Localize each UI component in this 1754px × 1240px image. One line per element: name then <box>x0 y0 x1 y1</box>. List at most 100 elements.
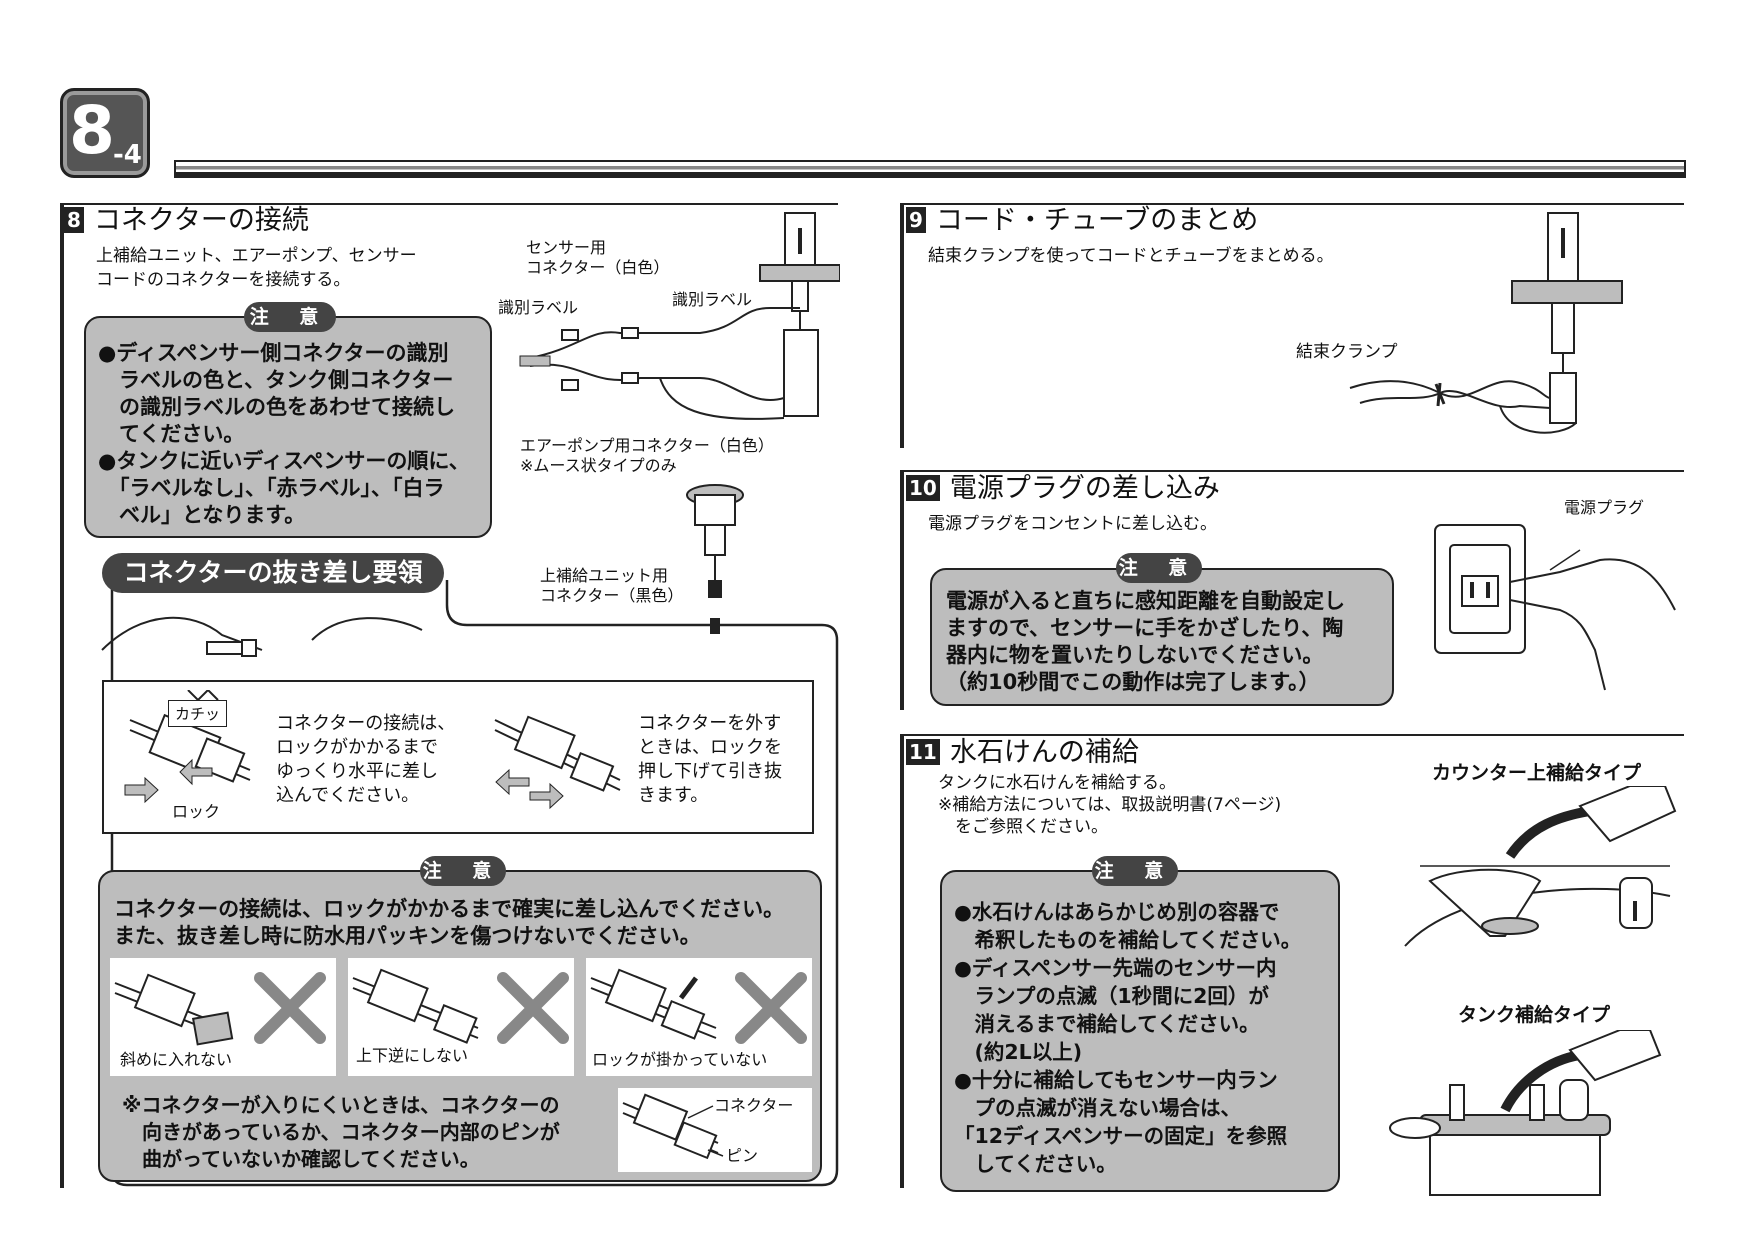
ng-diagonal-drawing <box>114 972 326 1046</box>
caution-line: 消えるまで補給してください。 <box>954 1012 1260 1036</box>
s9-description: 結束クランプを使ってコードとチューブをまとめる。 <box>928 246 1334 266</box>
text-line: コネクターを外す <box>638 713 782 734</box>
s9-top-rule <box>900 203 1684 205</box>
s10-description: 電源プラグをコンセントに差し込む。 <box>928 514 1217 534</box>
howto-frame <box>101 573 839 1187</box>
label-line: 上補給ユニット用 <box>540 566 669 585</box>
s10-number: 10 <box>906 475 940 501</box>
id-label-left: 識別ラベル <box>498 298 579 317</box>
caution-line: 電源が入ると直ちに感知距離を自動設定し <box>946 589 1345 613</box>
s8-desc-line: コードのコネクターを接続する。 <box>96 270 351 290</box>
ng-panel-upside-down: 上下逆にしない <box>348 958 574 1076</box>
ng-upside-drawing <box>352 968 569 1044</box>
ng-label: ロックが掛かっていない <box>592 1050 768 1069</box>
s10-heading: 10 電源プラグの差し込み <box>906 474 1220 504</box>
air-pump-label: エアーポンプ用コネクター（白色） ※ムース状タイプのみ <box>520 436 774 476</box>
s8-description: 上補給ユニット、エアーポンプ、センサー コードのコネクターを接続する。 <box>96 244 417 292</box>
label-line: コネクター（黒色） <box>540 586 684 605</box>
s10-outlet-illustration <box>1434 524 1676 691</box>
pin-label: ピン <box>726 1146 759 1165</box>
desc-line: をご参照ください。 <box>938 817 1108 837</box>
caution-line: 「12ディスペンサーの固定」を参照 <box>954 1124 1288 1148</box>
s8-desc-line: 上補給ユニット、エアーポンプ、センサー <box>96 246 417 266</box>
caution-line: ●十分に補給してもセンサー内ラン <box>954 1068 1278 1092</box>
s10-title: 電源プラグの差し込み <box>949 473 1220 504</box>
tank-refill-illustration <box>1389 1030 1662 1196</box>
remove-instructions: コネクターを外す ときは、ロックを 押し下げて引き抜 きます。 <box>638 712 782 808</box>
caution-line: てください。 <box>98 422 245 446</box>
label-line: ※ムース状タイプのみ <box>520 456 677 475</box>
caution-line: 「ラベルなし」、「赤ラベル」、「白ラ <box>98 476 445 500</box>
s9-illustration <box>1349 212 1623 434</box>
s11-caution-box: ●水石けんはあらかじめ別の容器で 希釈したものを補給してください。 ●ディスペン… <box>940 870 1340 1192</box>
s8-caution-text: ●ディスペンサー側コネクターの識別 ラベルの色と、タンク側コネクター の識別ラベ… <box>98 340 470 529</box>
lock-label: ロック <box>172 802 221 821</box>
id-label-right: 識別ラベル <box>672 290 753 309</box>
text-line: コネクターの接続は、 <box>276 713 456 734</box>
caution-line: ●水石けんはあらかじめ別の容器で <box>954 900 1280 924</box>
caution-line: ランプの点滅（1秒間に2回）が <box>954 984 1269 1008</box>
connect-instructions: コネクターの接続は、 ロックがかかるまで ゆっくり水平に差し 込んでください。 <box>276 712 455 808</box>
s9-title: コード・チューブのまとめ <box>935 205 1259 236</box>
s10-left-rule <box>900 470 904 710</box>
s11-top-rule <box>900 734 1684 736</box>
s8-caution-tag: 注 意 <box>244 302 336 332</box>
ng-label: 斜めに入れない <box>120 1050 233 1069</box>
caution-line: ラベルの色と、タンク側コネクター <box>98 368 454 392</box>
caution-line: ますので、センサーに手をかざしたり、陶 <box>946 616 1344 640</box>
caution-line: ●タンクに近いディスペンサーの順に、 <box>98 449 470 473</box>
connect-illustration <box>124 690 251 804</box>
s11-title: 水石けんの補給 <box>949 737 1139 768</box>
s10-top-rule <box>900 470 1684 472</box>
s11-caution-text: ●水石けんはあらかじめ別の容器で 希釈したものを補給してください。 ●ディスペン… <box>954 898 1301 1178</box>
s11-caution-tag: 注 意 <box>1092 856 1178 886</box>
click-sound: カチッ <box>168 700 228 727</box>
clamp-label: 結束クランプ <box>1296 342 1398 362</box>
chapter-sub: -4 <box>113 140 142 170</box>
caution-line: してください。 <box>954 1152 1117 1176</box>
caution-line: コネクターの接続は、ロックがかかるまで確実に差し込んでください。 <box>114 897 785 921</box>
sensor-connector-label: センサー用 コネクター（白色） <box>526 238 669 278</box>
ng-panel-unlocked: ロックが掛かっていない <box>586 958 812 1076</box>
text-line: 込んでください。 <box>276 785 420 806</box>
caution-line: の識別ラベルの色をあわせて接続し <box>98 395 455 419</box>
text-line: ときは、ロックを <box>638 737 782 758</box>
header-rule <box>174 160 1686 178</box>
caution-line: ●ディスペンサー先端のセンサー内 <box>954 956 1277 980</box>
caution-line: （約10秒間でこの動作は完了します。） <box>946 670 1320 694</box>
upper-unit-label: 上補給ユニット用 コネクター（黒色） <box>540 566 683 606</box>
s8-left-rule <box>60 203 64 1188</box>
chapter-number: 8 <box>69 92 115 169</box>
label-line: コネクター（白色） <box>526 258 670 277</box>
s10-caution-text: 電源が入ると直ちに感知距離を自動設定し ますので、センサーに手をかざしたり、陶 … <box>946 588 1345 696</box>
s11-description: タンクに水石けんを補給する。 ※補給方法については、取扱説明書(7ページ) をご… <box>938 772 1281 838</box>
text-line: ゆっくり水平に差し <box>276 761 438 782</box>
ng-label: 上下逆にしない <box>356 1046 469 1065</box>
caution-line: ベル」となります。 <box>98 503 306 527</box>
note-line: 向きがあっているか、コネクター内部のピンが <box>122 1120 560 1144</box>
label-line: センサー用 <box>526 238 607 257</box>
desc-line: ※補給方法については、取扱説明書(7ページ) <box>938 795 1282 815</box>
caution-line: 希釈したものを補給してください。 <box>954 928 1302 952</box>
s11-left-rule <box>900 734 904 1188</box>
howto-title: コネクターの抜き差し要領 <box>102 553 444 593</box>
connector-label: コネクター <box>714 1096 794 1115</box>
text-line: ロックがかかるまで <box>276 737 438 758</box>
counter-refill-illustration <box>1404 786 1677 947</box>
caution-line: ●ディスペンサー側コネクターの識別 <box>98 341 449 365</box>
s9-left-rule <box>900 203 904 448</box>
s10-caution-box: 電源が入ると直ちに感知距離を自動設定し ますので、センサーに手をかざしたり、陶 … <box>930 568 1394 706</box>
s8-connector-diagram <box>519 212 840 634</box>
caution-line: (約2L以上) <box>954 1040 1083 1064</box>
counter-type-title: カウンター上補給タイプ <box>1432 762 1642 784</box>
note-line: ※コネクターが入りにくいときは、コネクターの <box>122 1093 560 1117</box>
label-line: エアーポンプ用コネクター（白色） <box>520 436 774 455</box>
s8-caution-box: ●ディスペンサー側コネクターの識別 ラベルの色と、タンク側コネクター の識別ラベ… <box>84 316 492 538</box>
caution-line: 器内に物を置いたりしないでください。 <box>946 643 1324 667</box>
connector-pin-drawing <box>622 1093 724 1160</box>
s8-caution2-text: コネクターの接続は、ロックがかかるまで確実に差し込んでください。 また、抜き差し… <box>114 896 784 950</box>
ng-unlocked-drawing <box>590 968 807 1044</box>
desc-line: タンクに水石けんを補給する。 <box>938 773 1176 793</box>
